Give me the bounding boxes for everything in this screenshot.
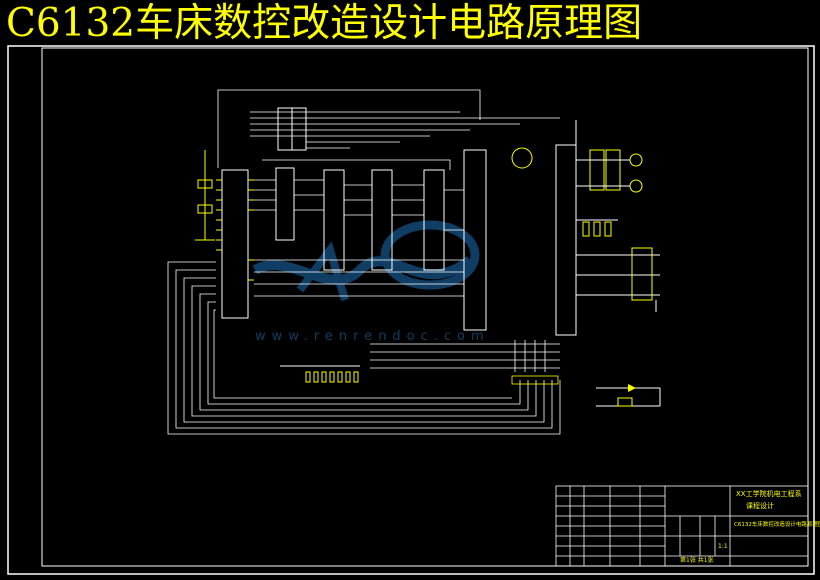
resistor-row bbox=[280, 365, 360, 383]
watermark: www.renrendoc.com bbox=[252, 220, 490, 344]
relay-circuit bbox=[596, 384, 661, 407]
cpu-chip bbox=[216, 169, 254, 319]
key-matrix bbox=[370, 340, 560, 385]
driver-section bbox=[511, 120, 660, 336]
title-block bbox=[555, 485, 809, 567]
outer-border bbox=[7, 45, 815, 575]
bus-wires bbox=[217, 89, 560, 297]
latch-chips bbox=[275, 107, 487, 331]
tb-school: XX工学院机电工程系 bbox=[736, 489, 802, 498]
keyboard-lines bbox=[167, 261, 561, 435]
tb-sheet: 第1张 共1张 bbox=[680, 556, 714, 564]
crystal-reset bbox=[195, 150, 215, 241]
watermark-text: www.renrendoc.com bbox=[255, 329, 490, 344]
tb-scale: 1:1 bbox=[718, 543, 728, 550]
drawing-title: C6132车床数控改造设计电路原理图 bbox=[6, 1, 643, 46]
inner-frame bbox=[41, 47, 809, 567]
tb-drawing-name: C6132车床数控改造设计电路原理图 bbox=[734, 520, 820, 528]
tb-dept: 课程设计 bbox=[746, 501, 774, 510]
